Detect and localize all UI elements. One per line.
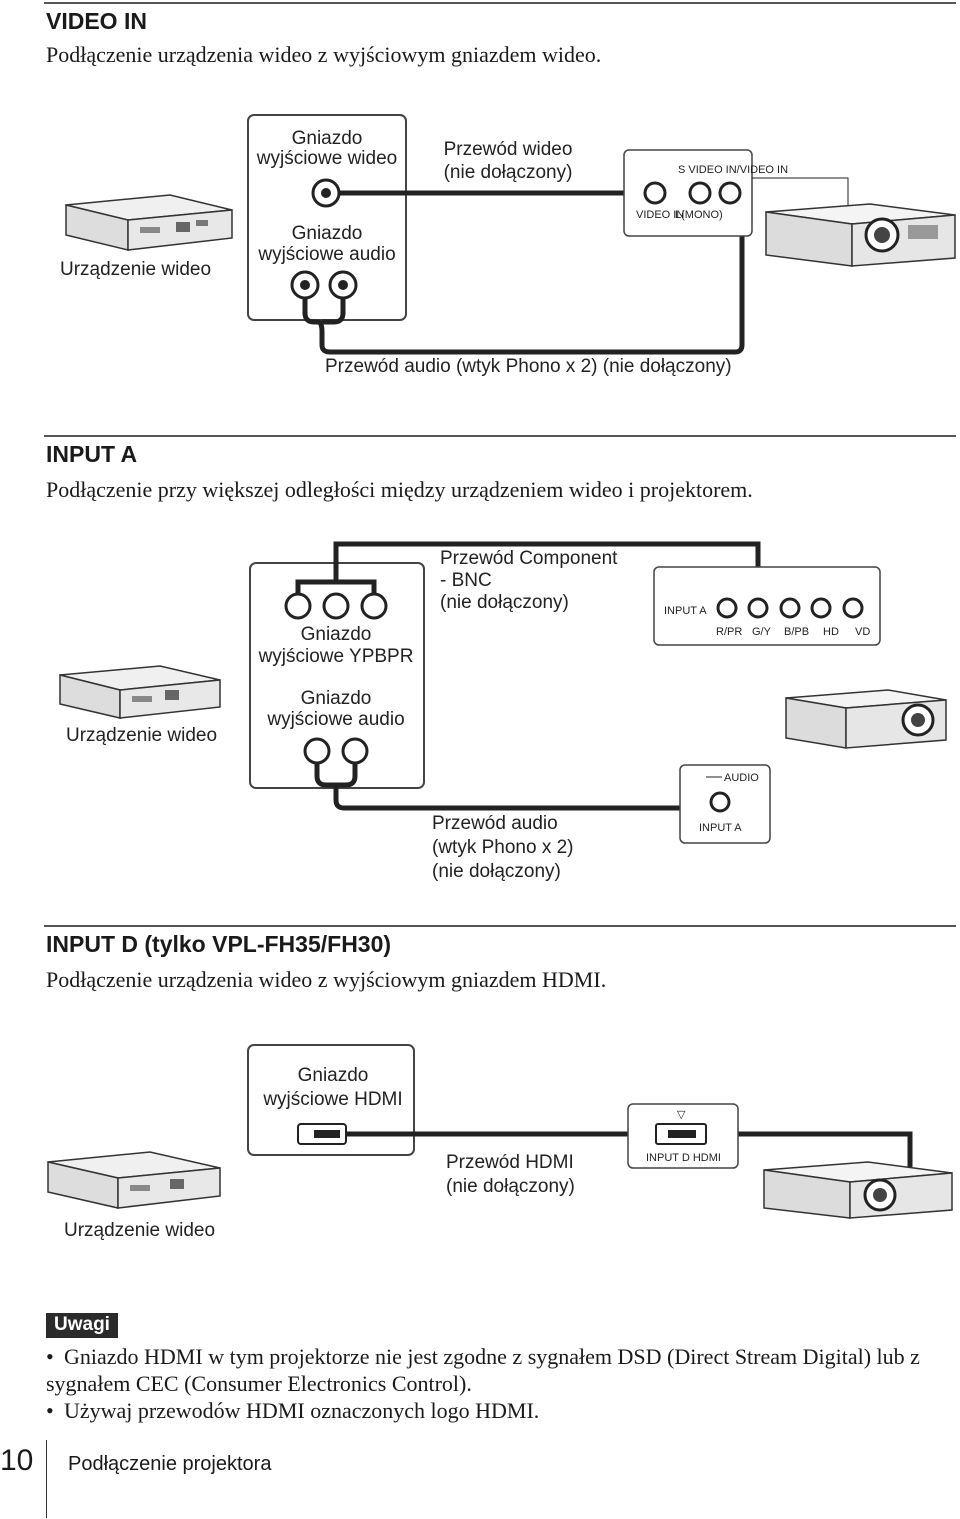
audio-cable-label-3: (nie dołączony) <box>432 861 561 882</box>
section-rule <box>44 435 956 437</box>
video-out-label-2: wyjściowe wideo <box>256 148 397 169</box>
device-label: Urządzenie wideo <box>60 259 211 280</box>
audio-cable <box>314 763 720 811</box>
component-out-jack-pb <box>322 592 350 620</box>
panel-video-jack <box>643 181 667 205</box>
video-device-illustration <box>59 665 221 719</box>
panel-lmono-label: L(MONO) <box>675 209 723 221</box>
video-out-label-1: Gniazdo <box>292 128 363 149</box>
audio-cable-label: Przewód audio (wtyk Phono x 2) (nie dołą… <box>325 356 732 377</box>
panel-arrow: ▽ <box>677 1109 686 1121</box>
section-title-input-d: INPUT D (tylko VPL-FH35/FH30) <box>46 931 392 957</box>
hdmi-cable <box>346 1131 913 1180</box>
panel-pin-bpb: B/PB <box>784 626 809 638</box>
projector-illustration <box>765 203 956 267</box>
panel-input-label: INPUT D HDMI <box>646 1152 721 1164</box>
audio-out-label-2: wyjściowe audio <box>266 709 404 730</box>
device-label: Urządzenie wideo <box>64 1220 215 1241</box>
output-panel <box>247 1044 415 1156</box>
audio-out-label-2: wyjściowe audio <box>257 244 395 265</box>
panel-audio-label: AUDIO <box>724 772 759 784</box>
component-cable-label-3: (nie dołączony) <box>440 592 569 613</box>
video-cable-label-1: Przewód wideo <box>444 139 573 160</box>
component-out-label-2: wyjściowe YPBPR <box>258 646 414 667</box>
footer-section: Podłączenie projektora <box>68 1453 272 1475</box>
panel-audio-l-jack <box>688 181 712 205</box>
audio-out-label-1: Gniazdo <box>301 688 372 709</box>
section-rule <box>44 925 956 927</box>
panel-pin-hd: HD <box>823 626 839 638</box>
component-cable-label-1: Przewód Component <box>440 548 618 569</box>
audio-cable <box>302 225 745 355</box>
notes-badge: Uwagi <box>46 1313 118 1338</box>
video-device-illustration <box>65 194 233 251</box>
projector-illustration <box>785 689 947 749</box>
hdmi-cable-label-2: (nie dołączony) <box>446 1176 575 1197</box>
device-label: Urządzenie wideo <box>66 725 217 746</box>
note-item: •Gniazdo HDMI w tym projektorze nie jest… <box>46 1344 920 1396</box>
audio-out-label-1: Gniazdo <box>292 223 363 244</box>
component-out-jack-pr <box>360 592 388 620</box>
diagram-input-d: Urządzenie wideo Gniazdo wyjściowe HDMI … <box>47 1044 953 1241</box>
diagram-video-in: Urządzenie wideo Gniazdo wyjściowe wideo… <box>60 114 956 377</box>
section-rule <box>44 2 956 4</box>
component-cable <box>295 541 793 596</box>
footer-divider <box>46 1440 47 1518</box>
panel-audio-r-jack <box>718 181 742 205</box>
hdmi-out-label-2: wyjściowe HDMI <box>262 1089 402 1110</box>
panel-input-label: INPUT A <box>664 605 707 617</box>
audio-cable-label-2: (wtyk Phono x 2) <box>432 837 574 858</box>
diagram-input-a: Urządzenie wideo Gniazdo wyjściowe YPBPR… <box>59 541 947 882</box>
note-item: •Używaj przewodów HDMI oznaczonych logo … <box>46 1398 540 1423</box>
projector-input-panel <box>623 149 753 237</box>
section-title-input-a: INPUT A <box>46 441 138 467</box>
component-cable-label-2: - BNC <box>440 570 492 591</box>
panel-pin-gy: G/Y <box>752 626 772 638</box>
hdmi-out-label-1: Gniazdo <box>298 1065 369 1086</box>
audio-cable-label-1: Przewód audio <box>432 813 558 834</box>
section-title-video-in: VIDEO IN <box>46 8 147 34</box>
panel-pin-rpr: R/PR <box>716 626 742 638</box>
video-cable-label-2: (nie dołączony) <box>444 162 573 183</box>
panel-videoin-label: VIDEO IN <box>636 209 684 221</box>
panel-audio-input-label: INPUT A <box>699 822 742 834</box>
panel-pin-vd: VD <box>855 626 870 638</box>
note-text: Gniazdo HDMI w tym projektorze nie jest … <box>46 1344 920 1396</box>
section-intro-input-d: Podłączenie urządzenia wideo z wyjściowy… <box>46 967 607 992</box>
component-out-jack-y <box>284 592 312 620</box>
projector-illustration <box>763 1161 953 1219</box>
page-number: 10 <box>0 1444 34 1477</box>
section-intro-video-in: Podłączenie urządzenia wideo z wyjściowy… <box>46 42 602 67</box>
note-text: Używaj przewodów HDMI oznaczonych logo H… <box>64 1398 540 1423</box>
panel-svideo-label: S VIDEO IN/VIDEO IN <box>678 164 788 176</box>
audio-out-jack-r <box>341 737 369 765</box>
video-device-illustration <box>47 1151 221 1209</box>
hdmi-cable-label-1: Przewód HDMI <box>446 1152 574 1173</box>
audio-out-jack-l <box>303 737 331 765</box>
section-intro-input-a: Podłączenie przy większej odległości mię… <box>46 477 753 502</box>
component-out-label-1: Gniazdo <box>301 624 372 645</box>
